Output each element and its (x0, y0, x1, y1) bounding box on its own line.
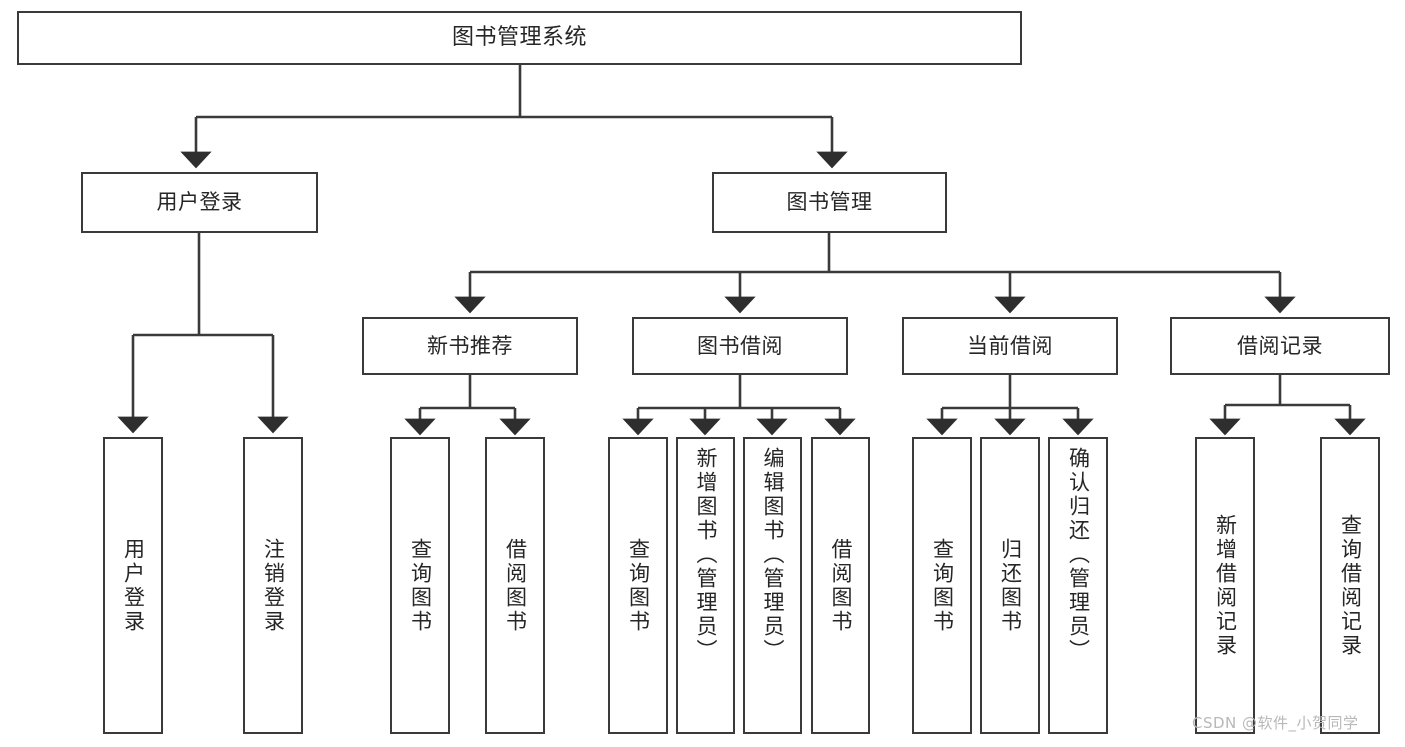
node-leaf-query-borrow-record[interactable]: 查询借阅记录 (1320, 437, 1380, 734)
node-borrow-record-label: 借阅记录 (1237, 333, 1323, 358)
node-root-label: 图书管理系统 (451, 25, 587, 51)
node-leaf-user-login-label: 用户登录 (121, 537, 146, 634)
node-book-management[interactable]: 图书管理 (712, 172, 947, 233)
node-leaf-edit-book-admin[interactable]: 编辑图书（管理员） (743, 437, 802, 734)
node-leaf-borrow-book[interactable]: 借阅图书 (811, 437, 870, 734)
node-root[interactable]: 图书管理系统 (17, 11, 1022, 65)
node-leaf-confirm-return-admin[interactable]: 确认归还（管理员） (1048, 437, 1108, 734)
node-leaf-borrow-book-rec-label: 借阅图书 (503, 537, 528, 634)
csdn-watermark: CSDN @软件_小贺同学 (1192, 714, 1359, 732)
node-leaf-add-borrow-record[interactable]: 新增借阅记录 (1195, 437, 1255, 734)
node-leaf-logout-label: 注销登录 (261, 537, 286, 634)
node-leaf-add-book-admin-label: 新增图书（管理员） (694, 447, 718, 663)
node-leaf-return-book-label: 归还图书 (998, 537, 1023, 634)
node-user-login-label: 用户登录 (156, 190, 243, 215)
node-current-borrow[interactable]: 当前借阅 (902, 317, 1118, 375)
node-leaf-borrow-book-rec[interactable]: 借阅图书 (485, 437, 545, 734)
node-leaf-query-book-rec[interactable]: 查询图书 (390, 437, 450, 734)
node-leaf-query-book-rec-label: 查询图书 (408, 537, 433, 634)
node-leaf-confirm-return-admin-label: 确认归还（管理员） (1066, 447, 1091, 663)
node-leaf-query-book-borrow[interactable]: 查询图书 (608, 437, 668, 734)
node-book-management-label: 图书管理 (786, 190, 873, 215)
node-leaf-add-book-admin[interactable]: 新增图书（管理员） (676, 437, 735, 734)
node-leaf-return-book[interactable]: 归还图书 (980, 437, 1040, 734)
node-leaf-logout[interactable]: 注销登录 (243, 437, 303, 734)
node-user-login[interactable]: 用户登录 (81, 172, 318, 233)
node-leaf-add-borrow-record-label: 新增借阅记录 (1213, 513, 1238, 658)
node-leaf-query-book-borrow-label: 查询图书 (626, 537, 651, 634)
node-new-book-recommend-label: 新书推荐 (427, 333, 513, 358)
node-leaf-borrow-book-label: 借阅图书 (829, 537, 853, 634)
node-leaf-edit-book-admin-label: 编辑图书（管理员） (761, 447, 785, 663)
node-leaf-query-book-current-label: 查询图书 (930, 537, 955, 634)
node-leaf-user-login[interactable]: 用户登录 (103, 437, 163, 734)
node-leaf-query-borrow-record-label: 查询借阅记录 (1338, 513, 1363, 658)
node-new-book-recommend[interactable]: 新书推荐 (362, 317, 578, 375)
node-current-borrow-label: 当前借阅 (967, 333, 1053, 358)
node-borrow-record[interactable]: 借阅记录 (1170, 317, 1390, 375)
node-leaf-query-book-current[interactable]: 查询图书 (912, 437, 972, 734)
node-book-borrow[interactable]: 图书借阅 (632, 317, 848, 375)
node-book-borrow-label: 图书借阅 (697, 333, 783, 358)
